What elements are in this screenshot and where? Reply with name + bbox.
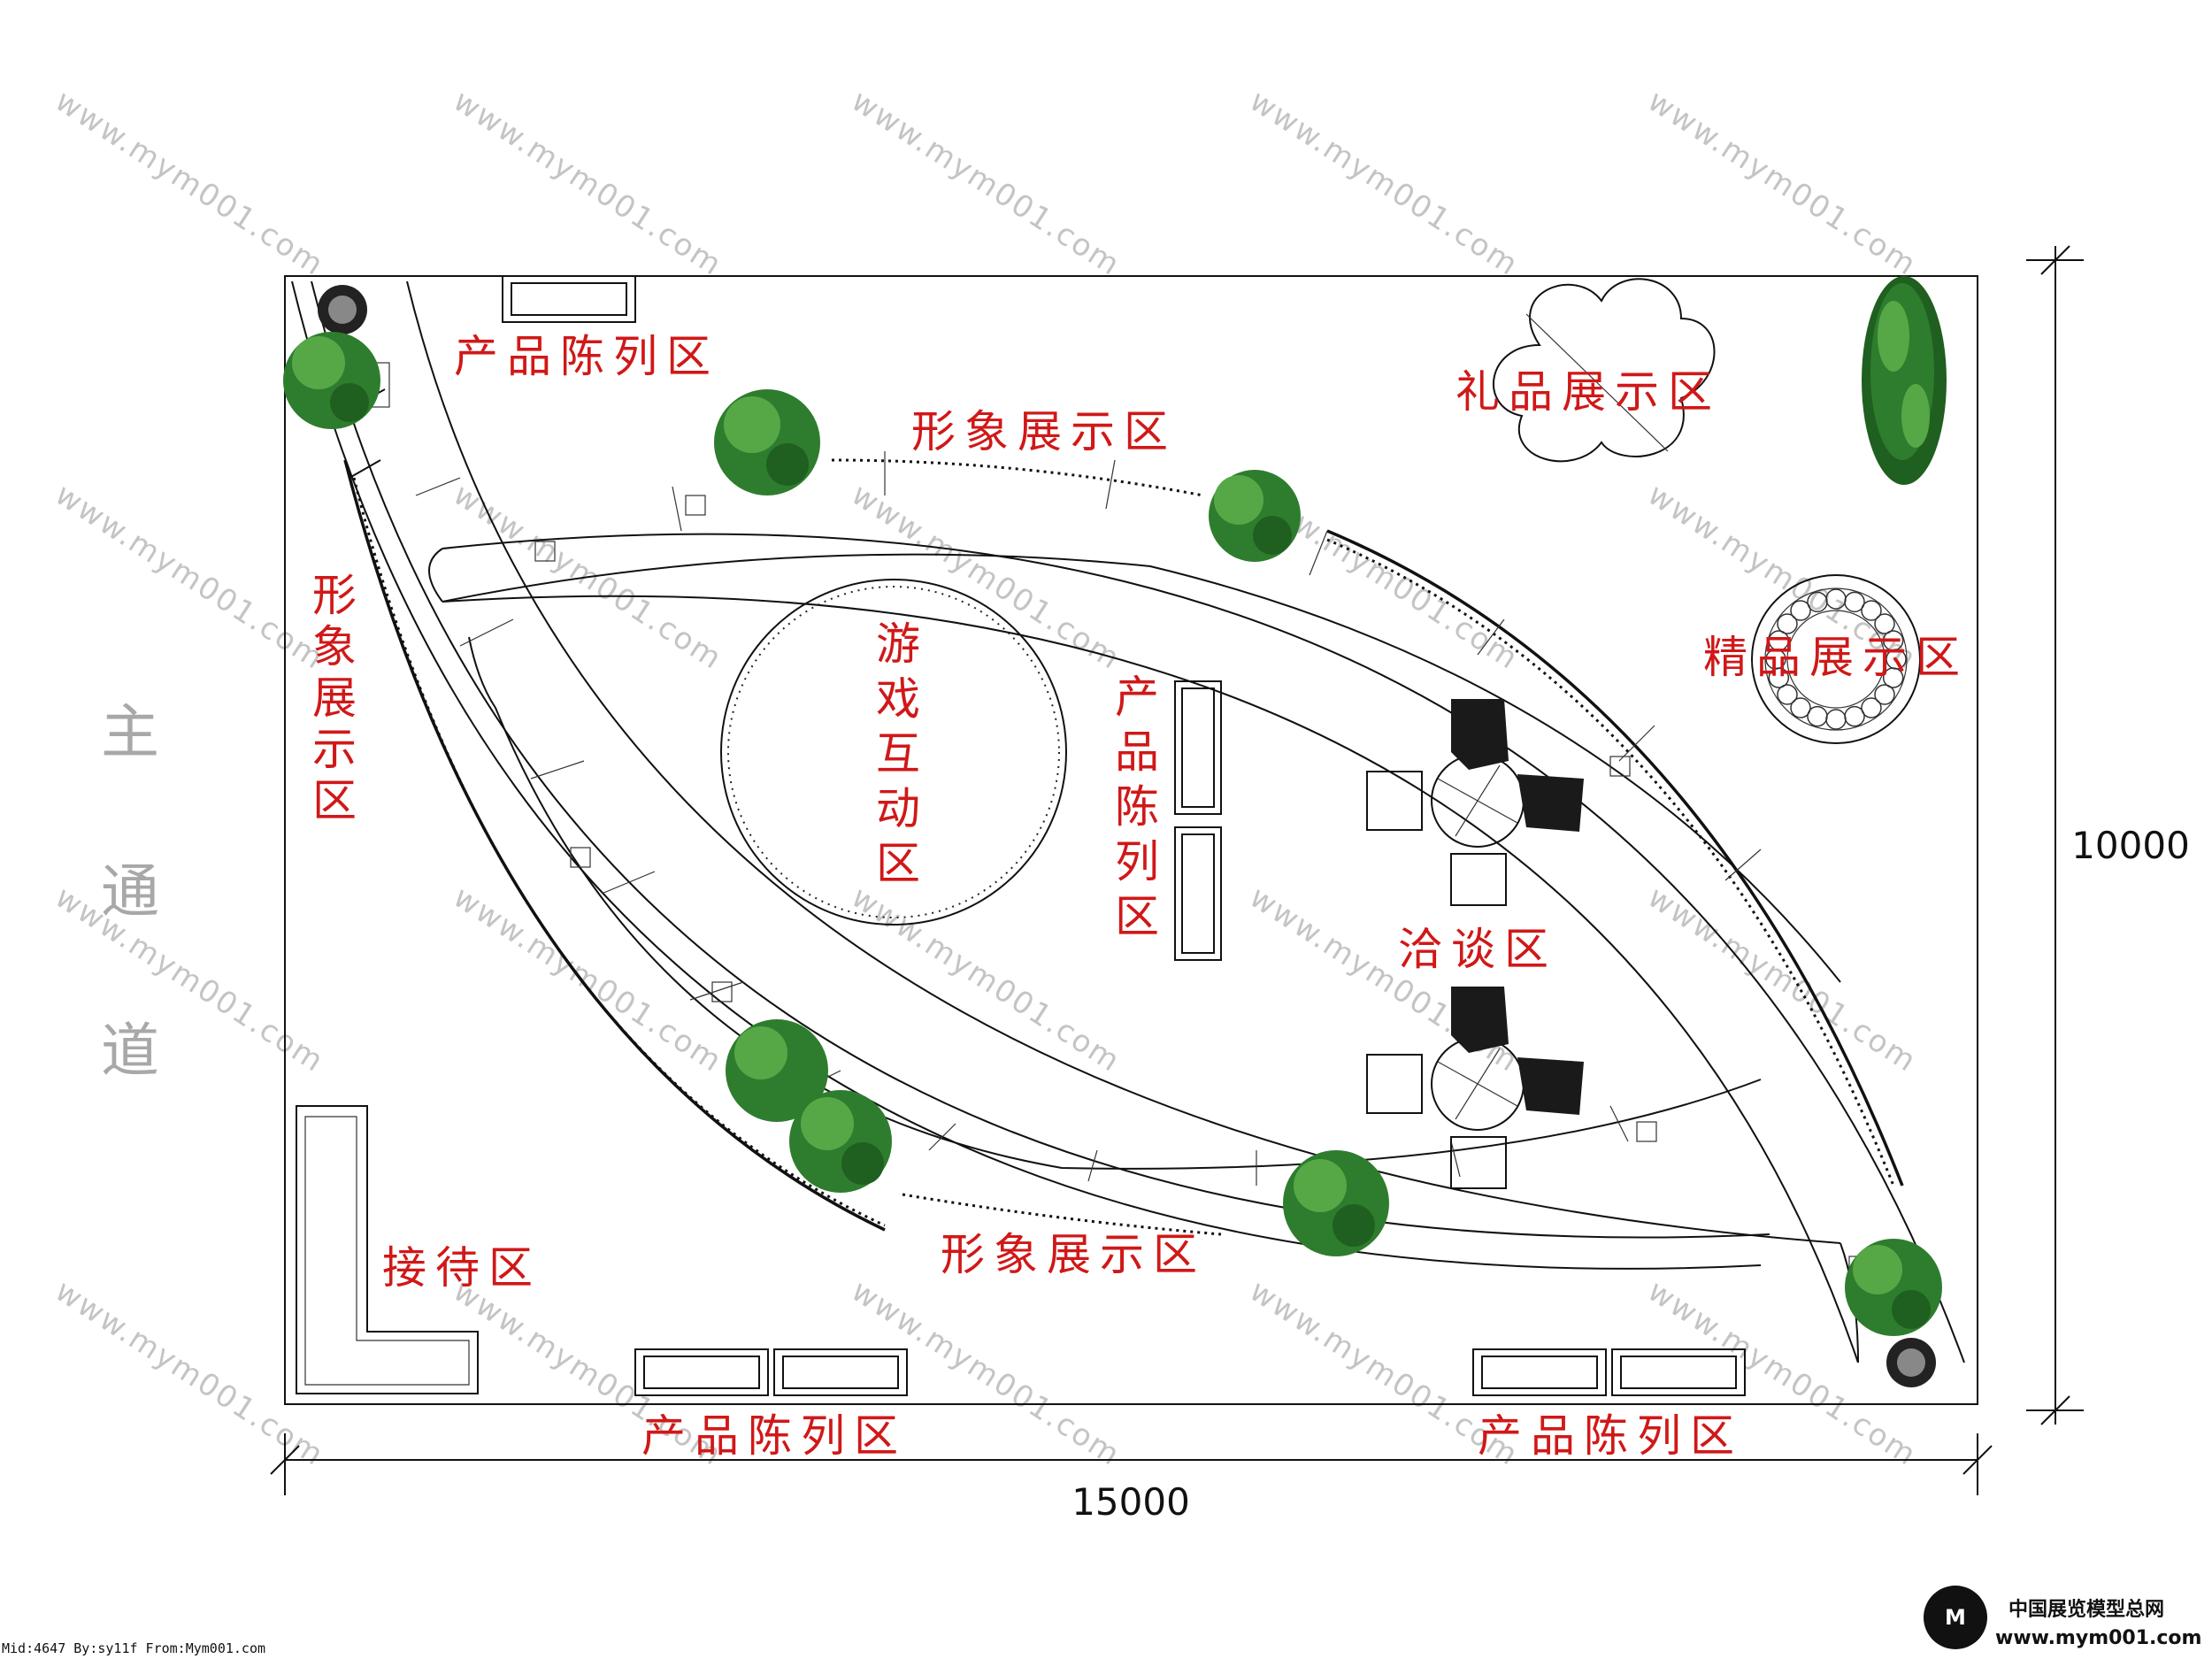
round-table-icon bbox=[1751, 574, 1921, 744]
zone-label-negotiation: 洽谈区 bbox=[1398, 924, 1557, 975]
plant-icon bbox=[1209, 470, 1301, 562]
bead bbox=[1874, 684, 1895, 705]
round-booth-icon bbox=[720, 579, 1067, 926]
zone-label-game-char: 戏 bbox=[876, 673, 920, 725]
bead bbox=[1777, 613, 1798, 634]
watermark: www.mym001.com bbox=[1641, 83, 1924, 283]
reception-desk bbox=[296, 1105, 479, 1394]
wheel-icon bbox=[318, 285, 1936, 1387]
footer-credit: Mid:4647 By:sy11f From:Mym001.com bbox=[2, 1640, 265, 1656]
display-case-icon bbox=[1174, 680, 1222, 961]
zone-label-product-center-char: 区 bbox=[1115, 891, 1159, 942]
lens-display-band bbox=[291, 280, 1965, 1363]
watermark: www.mym001.com bbox=[845, 83, 1127, 283]
aisle-label-char: 道 bbox=[101, 1017, 159, 1085]
watermark: www.mym001.com bbox=[49, 879, 331, 1079]
zone-label-image-left-char: 形 bbox=[312, 570, 357, 621]
zone-label-reception: 接待区 bbox=[382, 1242, 541, 1294]
zone-label-image-left-char: 区 bbox=[312, 775, 357, 826]
zone-label-image-left-char: 象 bbox=[312, 621, 357, 672]
dimension-height-label: 10000 bbox=[2071, 824, 2190, 867]
display-case-icon bbox=[634, 1348, 1746, 1396]
bead bbox=[1777, 684, 1798, 705]
zone-label-game-char: 游 bbox=[876, 618, 920, 670]
zone-label-product-bottom-left: 产品陈列区 bbox=[641, 1410, 907, 1462]
shrub-icon bbox=[1862, 276, 1947, 485]
zone-label-image-left: 形象展示区 bbox=[312, 570, 357, 826]
zone-label-game-char: 动 bbox=[876, 783, 920, 834]
zone-labels: 产品陈列区 形象展示区 礼品展示区 精品展示区 洽谈区 接待区 形象展示区 产品… bbox=[382, 331, 1969, 1462]
table-chair-icon bbox=[1366, 699, 1584, 906]
aisle-label-char: 通 bbox=[101, 857, 159, 926]
aisle-label: 主通道 bbox=[101, 698, 159, 1085]
plant-icon bbox=[283, 332, 380, 429]
plant-icon bbox=[726, 1019, 892, 1193]
bead bbox=[1844, 705, 1865, 727]
zone-label-image-bottom: 形象展示区 bbox=[941, 1229, 1206, 1280]
aisle-label-char: 主 bbox=[101, 698, 159, 766]
zone-label-product-center: 产品陈列区 bbox=[1115, 672, 1159, 942]
bead bbox=[1790, 600, 1811, 621]
bead bbox=[1882, 667, 1904, 688]
zone-label-image-left-char: 展 bbox=[312, 672, 357, 724]
watermark: www.mym001.com bbox=[845, 879, 1127, 1079]
brand-logo-icon: M bbox=[1924, 1586, 1987, 1649]
plant-icon bbox=[1283, 1150, 1389, 1256]
zone-label-game-char: 互 bbox=[876, 728, 920, 780]
dimension-height: 10000 bbox=[2026, 245, 2190, 1425]
zone-label-product-center-char: 列 bbox=[1115, 836, 1159, 887]
zone-label-product-top-left: 产品陈列区 bbox=[454, 331, 719, 382]
display-case-icon bbox=[502, 275, 636, 323]
zone-label-product-center-char: 陈 bbox=[1115, 781, 1159, 833]
zone-label-gift: 礼品展示区 bbox=[1455, 366, 1721, 418]
watermark: www.mym001.com bbox=[447, 879, 729, 1079]
bead bbox=[1861, 600, 1882, 621]
bead bbox=[1882, 630, 1904, 651]
watermark: www.mym001.com bbox=[49, 83, 331, 283]
booth-outline bbox=[284, 275, 1978, 1405]
zone-label-product-bottom-right: 产品陈列区 bbox=[1478, 1410, 1743, 1462]
bead bbox=[1790, 697, 1811, 718]
zone-label-image-top: 形象展示区 bbox=[911, 406, 1177, 457]
zone-label-product-center-char: 品 bbox=[1115, 726, 1159, 778]
table-chair-icon bbox=[1366, 987, 1584, 1189]
zone-label-image-left-char: 示 bbox=[312, 724, 357, 775]
plant-icon bbox=[714, 389, 820, 495]
watermark: www.mym001.com bbox=[1243, 83, 1525, 283]
bead bbox=[1844, 591, 1865, 613]
plant-icon bbox=[1845, 1239, 1942, 1336]
zone-label-product-center-char: 产 bbox=[1115, 672, 1159, 723]
svg-text:M: M bbox=[1945, 1605, 1966, 1630]
bead bbox=[1768, 630, 1790, 651]
brand-url: www.mym001.com bbox=[1995, 1627, 2201, 1649]
dimension-width-label: 15000 bbox=[1071, 1480, 1190, 1524]
bead bbox=[1874, 613, 1895, 634]
dimension-width: 15000 bbox=[270, 1433, 1993, 1524]
zone-label-game-char: 区 bbox=[876, 838, 920, 889]
bead bbox=[1825, 709, 1847, 730]
brand-name: 中国展览模型总网 bbox=[2008, 1598, 2164, 1621]
cloud-table-icon bbox=[1492, 278, 1716, 463]
watermark: www.mym001.com bbox=[447, 83, 729, 283]
bead bbox=[1807, 705, 1828, 727]
bead bbox=[1861, 697, 1882, 718]
watermark: www.mym001.com bbox=[49, 477, 331, 677]
watermark: www.mym001.com bbox=[49, 1273, 331, 1473]
watermark: www.mym001.com bbox=[1641, 879, 1924, 1079]
zone-label-boutique: 精品展示区 bbox=[1703, 632, 1969, 683]
